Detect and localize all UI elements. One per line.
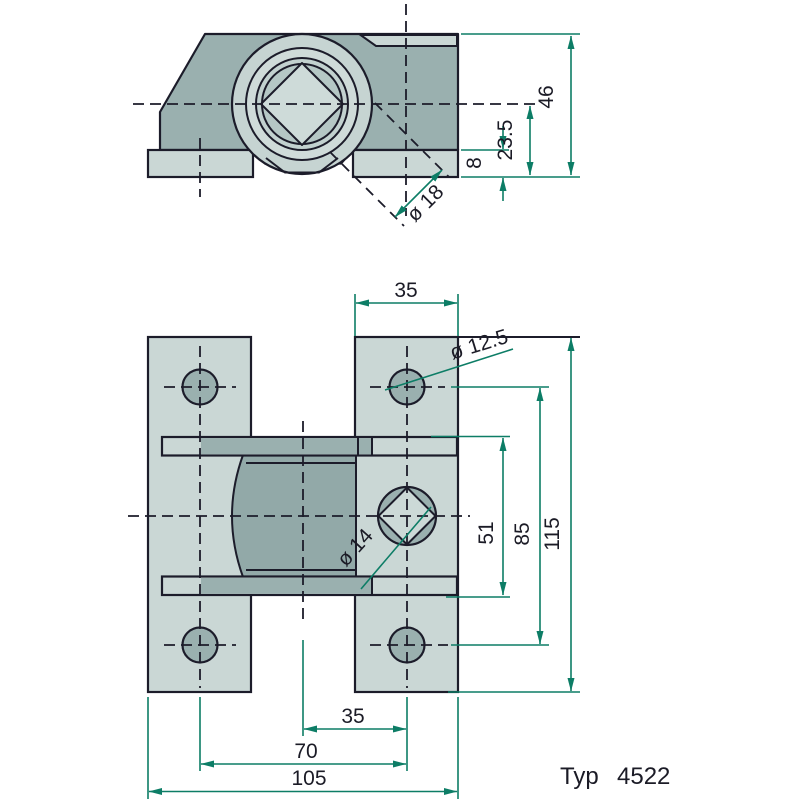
front-view: 35 ø 12.5 51 85 115 [128,279,580,799]
cross-bar-bottom [160,575,459,597]
pin-projection-line-1 [329,151,405,227]
boss-bottom-chamfer [265,157,339,174]
cross-bar-top [160,435,459,457]
side-dimensions: 8 23.5 46 [461,33,580,201]
dim-plate-width-label: 35 [394,279,417,302]
side-view: ø 18 8 23.5 46 [133,4,580,227]
dim-center-to-base-label: 23.5 [494,120,517,161]
type-value: 4522 [617,763,670,790]
dim-hole-spacing-horizontal-label: 70 [294,740,317,763]
dim-total-width: 105 [147,697,459,799]
dim-total-height-label: 46 [535,85,558,108]
dim-hole-spacing-horizontal: 70 [199,697,407,771]
dim-hole-spacing-vertical-label: 85 [511,522,534,545]
type-designation: Typ 4522 [560,763,670,790]
dim-foot-height-label: 8 [463,157,486,169]
dim-total-width-label: 105 [291,767,326,790]
dim-total-height-label: 115 [541,517,564,550]
side-top-step [357,34,458,47]
side-boss [230,32,374,176]
type-word: Typ [560,763,599,790]
dim-center-to-hole: 35 [302,640,408,771]
dim-knuckle-span: 51 [431,435,510,598]
dim-hole-spacing-vertical: 85 [451,386,549,646]
dim-hole-diameter-label: ø 12.5 [447,325,511,364]
pin-projection-line-2 [374,102,450,178]
dim-knuckle-span-label: 51 [475,521,498,544]
dim-plate-width: 35 [354,279,459,336]
dim-pin-diameter-label: ø 18 [402,180,448,226]
dim-pin-diameter: ø 18 [394,169,448,226]
dim-total-height: 115 [448,336,580,693]
dim-center-to-hole-label: 35 [341,705,364,728]
